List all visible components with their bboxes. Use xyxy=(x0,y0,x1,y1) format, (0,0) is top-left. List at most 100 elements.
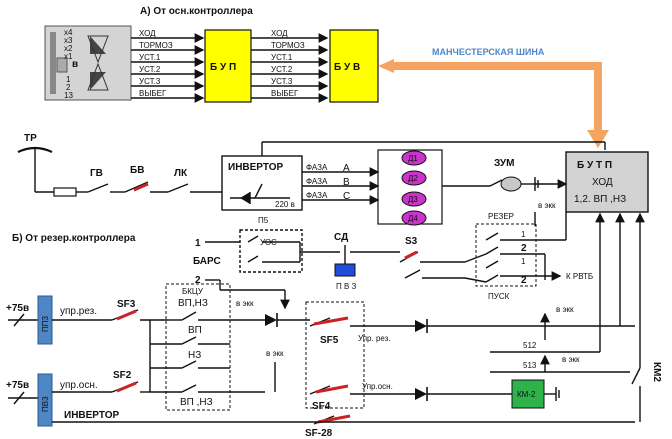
motor-d1-label: Д1 xyxy=(408,154,418,163)
wire-513: 513 xyxy=(523,361,537,370)
s3-switch xyxy=(399,250,465,279)
sf3-switch xyxy=(52,309,168,321)
km2-block-label: КМ-2 xyxy=(517,390,536,399)
line-label-2: ТОРМОЗ xyxy=(139,41,173,50)
k-rvtb-label: К РВТБ xyxy=(566,272,593,281)
motor-d2-label: Д2 xyxy=(408,174,418,183)
invertor-label: ИНВЕРТОР xyxy=(228,162,283,173)
pusk-one: 1 xyxy=(521,257,526,266)
line-label-3: УСТ.1 xyxy=(139,53,161,62)
vp-nz-top: ВП,НЗ xyxy=(178,298,208,309)
sf-frame xyxy=(305,301,365,409)
pusk-label: ПУСК xyxy=(488,292,510,301)
rezer-two: 2 xyxy=(521,243,527,254)
km2-label: КМ2 xyxy=(651,362,662,382)
v-ekk-5: в экк xyxy=(562,355,580,364)
fuse-icon xyxy=(53,187,77,197)
upr-rez-2-label: Упр. рез. xyxy=(358,334,391,343)
tr-label: ТР xyxy=(24,133,37,144)
butp-line1: ХОД xyxy=(592,177,613,188)
butp-block xyxy=(565,151,649,213)
line-label-1: ХОД xyxy=(139,29,156,38)
invertor-voltage: 220 в xyxy=(275,200,295,209)
bup-label: Б У П xyxy=(210,62,236,73)
sd-block xyxy=(334,263,356,277)
pusk-two: 2 xyxy=(521,275,527,286)
controller-pos-x4: x4 xyxy=(64,28,73,37)
pv3-block xyxy=(37,373,53,427)
gv-switch xyxy=(87,183,125,193)
upr-osn-label: упр.осн. xyxy=(60,380,98,391)
controller-pos-x2: x2 xyxy=(64,44,73,53)
v-ekk-3: в экк xyxy=(266,349,284,358)
v-ekk-2: в экк xyxy=(236,299,254,308)
nz-label: НЗ xyxy=(188,350,201,361)
sd-label: СД xyxy=(334,232,348,243)
fuse-top xyxy=(8,313,38,327)
km2-block xyxy=(511,379,545,409)
rezer-pusk-frame xyxy=(475,223,537,287)
pantograph-icon xyxy=(17,146,53,192)
bars-label: БАРС xyxy=(193,256,221,267)
diode-1 xyxy=(265,313,310,327)
plus75-top: +75в xyxy=(6,303,29,314)
bars-contacts xyxy=(205,229,340,291)
phase-b-label: ФАЗА xyxy=(306,177,328,186)
controller-pos-x3: x3 xyxy=(64,36,73,45)
ground-icon-km2 xyxy=(555,387,560,401)
lk-label: ЛК xyxy=(174,168,188,179)
zum-label: ЗУМ xyxy=(494,158,514,169)
sf28-label: SF-28 xyxy=(305,428,333,439)
line2-label-2: ТОРМОЗ xyxy=(271,41,305,50)
controller-bup-lines xyxy=(131,33,205,103)
buv-block xyxy=(329,29,379,103)
bkcu-label: БКЦУ xyxy=(182,287,204,296)
manchester-bus xyxy=(378,59,609,148)
sf3-label: SF3 xyxy=(117,299,136,310)
sf4-label: SF4 xyxy=(312,401,331,412)
diode-3 xyxy=(415,387,428,401)
line-label-6: ВЫБЕГ xyxy=(139,89,167,98)
manchester-bus-label: МАНЧЕСТЕРСКАЯ ШИНА xyxy=(432,47,545,57)
master-controller: в xyxy=(44,25,132,101)
km2-contact xyxy=(631,350,641,422)
vp-label: ВП xyxy=(188,325,202,336)
controller-center-label: в xyxy=(72,59,78,70)
upr-rez-label: упр.рез. xyxy=(60,306,97,317)
upr-osn-2-label: Упр.осн. xyxy=(362,382,393,391)
motor-d3-label: Д3 xyxy=(408,195,418,204)
v-ekk-4: в экк xyxy=(556,305,574,314)
s3-label: S3 xyxy=(405,236,418,247)
phase-a-letter: А xyxy=(343,163,350,174)
section-a-heading: А) От осн.контроллера xyxy=(140,6,253,17)
pv3-label: ПВ3 xyxy=(41,396,50,412)
butp-line2: 1,2. ВП ,НЗ xyxy=(574,194,626,205)
controller-pos-2: 2 xyxy=(66,83,71,92)
rezer-pusk-contacts xyxy=(464,212,567,283)
sf2-label: SF2 xyxy=(113,370,132,381)
pp3-label: ПП3 xyxy=(41,316,50,333)
bkcu-contacts xyxy=(149,311,265,393)
sf4-switch xyxy=(309,384,415,395)
phase-b-letter: В xyxy=(343,177,350,188)
line2-label-5: УСТ.3 xyxy=(271,77,293,86)
controller-pos-x1: x1 xyxy=(64,52,73,61)
p5-label: П5 xyxy=(258,216,269,225)
bup-block xyxy=(204,29,252,103)
bup-buv-lines xyxy=(251,33,329,103)
phase-c-label: ФАЗА xyxy=(306,191,328,200)
butp-feed-lines xyxy=(595,212,645,352)
controller-pos-13: 13 xyxy=(64,91,73,100)
sf5-switch xyxy=(309,316,415,327)
line-label-4: УСТ.2 xyxy=(139,65,161,74)
line2-label-1: ХОД xyxy=(271,29,288,38)
motor-d4: Д4 xyxy=(401,210,427,226)
buv-label: Б У В xyxy=(334,62,360,73)
motor-d2: Д2 xyxy=(401,170,427,186)
motor-d4-label: Д4 xyxy=(408,214,418,223)
line2-label-3: УСТ.1 xyxy=(271,53,293,62)
line2-label-4: УСТ.2 xyxy=(271,65,293,74)
zum-icon xyxy=(500,176,522,192)
